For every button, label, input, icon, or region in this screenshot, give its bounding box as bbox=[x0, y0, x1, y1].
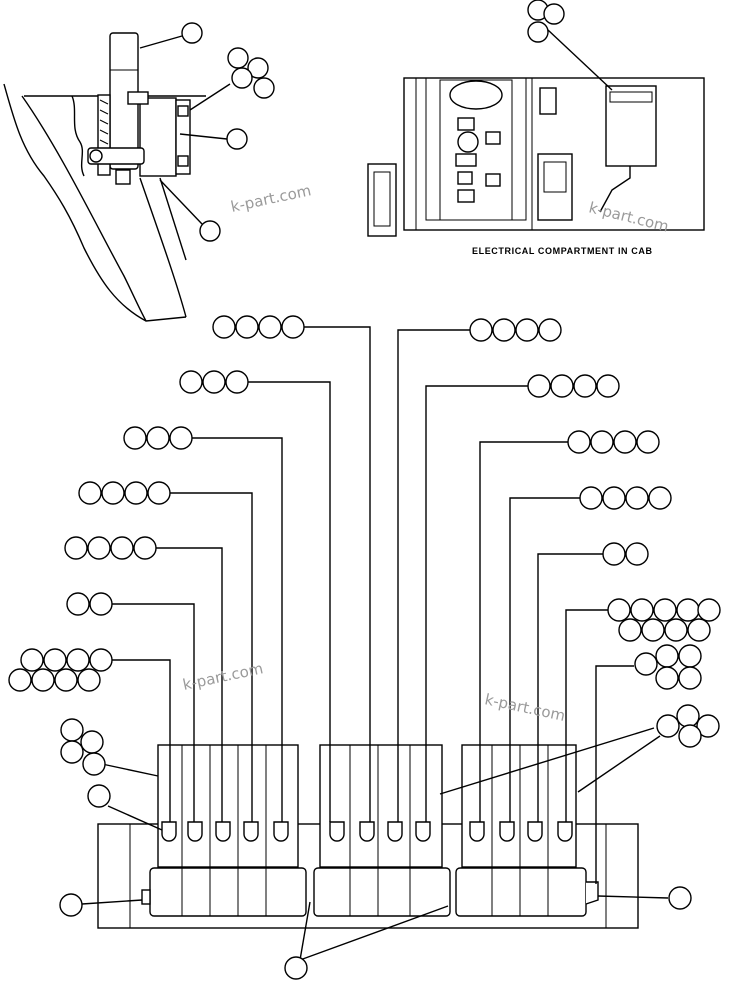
watermark-text: k-part.com bbox=[229, 181, 313, 216]
diagram-caption: ELECTRICAL COMPARTMENT IN CAB bbox=[472, 246, 653, 256]
relay-panel-assembly bbox=[97, 744, 639, 929]
watermark-text: k-part.com bbox=[483, 690, 567, 725]
mounting-detail bbox=[3, 22, 275, 322]
leader-lines bbox=[81, 326, 669, 961]
cab-compartment-detail: ELECTRICAL COMPARTMENT IN CAB bbox=[367, 0, 705, 256]
callout-circles bbox=[8, 315, 721, 980]
